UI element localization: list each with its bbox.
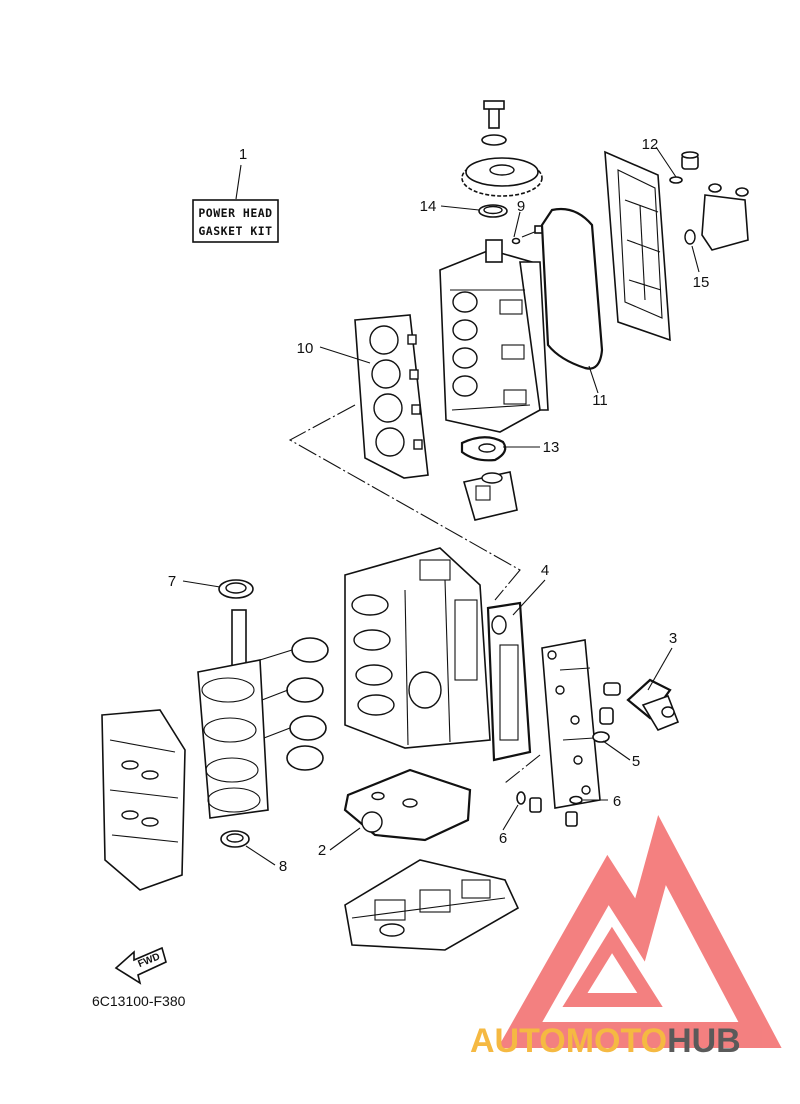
watermark-triangle-icon <box>497 814 782 1048</box>
o-ring-5-icon <box>592 731 610 743</box>
callout-14: 14 <box>420 198 437 215</box>
cylinder-block-icon <box>344 547 491 749</box>
callout-13: 13 <box>543 439 560 456</box>
callout-15: 15 <box>693 274 710 291</box>
assembly-lines <box>288 404 541 784</box>
crankcase-icon <box>101 709 186 891</box>
callout-9: 9 <box>517 198 525 215</box>
callout-labels: 1 2 3 4 5 6 6 7 8 9 10 11 12 13 14 15 <box>168 136 710 875</box>
cylinder-head-cover-icon <box>604 150 671 342</box>
callout-3: 3 <box>669 630 677 647</box>
callout-10: 10 <box>297 340 314 357</box>
leader-lines <box>182 146 700 866</box>
water-housing-icon <box>462 471 518 521</box>
watermark-logo <box>497 814 782 1048</box>
callout-2: 2 <box>318 842 326 859</box>
callout-12: 12 <box>642 136 659 153</box>
watermark-wordmark: AUTOMOTOHUB <box>470 1022 741 1060</box>
bolt-9-icon <box>511 225 544 245</box>
watermark-part1: AUTOMOTO <box>470 1022 667 1060</box>
callout-6b: 6 <box>613 793 621 810</box>
cylinder-head-gasket-10-icon <box>354 314 429 479</box>
exhaust-cover-gasket-4-icon <box>486 601 532 762</box>
o-ring-6a-icon <box>516 791 526 805</box>
pistons-icon <box>259 637 329 771</box>
power-head-gasket-kit-box: POWER HEAD GASKET KIT <box>192 199 279 243</box>
breather-housing-icon <box>684 183 749 251</box>
callout-6a: 6 <box>499 830 507 847</box>
watermark-part2: HUB <box>667 1022 741 1060</box>
oil-seal-8-icon <box>220 830 250 848</box>
exhaust-guide-icon <box>344 859 520 951</box>
exhaust-cover-icon <box>541 639 601 809</box>
drain-plug-2-icon <box>565 811 578 827</box>
head-cover-gasket-11-icon <box>540 207 604 370</box>
callout-11: 11 <box>592 392 608 409</box>
callout-5: 5 <box>632 753 640 770</box>
oil-filler-cap-12-icon <box>669 151 699 184</box>
crankshaft-icon <box>197 609 269 819</box>
cylinder-head-icon <box>439 239 549 433</box>
hose-joint-icon <box>599 682 621 725</box>
fwd-arrow-icon: FWD <box>114 946 167 985</box>
oil-seal-14-icon <box>478 204 508 218</box>
watermark-inner-icon <box>562 926 663 1007</box>
callout-4: 4 <box>541 562 549 579</box>
kit-box-line2: GASKET KIT <box>198 224 272 238</box>
kit-box-line1: POWER HEAD <box>198 206 272 220</box>
callout-1: 1 <box>239 146 247 163</box>
o-ring-6b-icon <box>569 795 583 805</box>
gasket-2-icon <box>343 768 472 842</box>
drain-plug-icon <box>529 797 542 813</box>
thermostat-cover-3-icon <box>626 678 680 731</box>
timing-pulley-icon <box>461 100 543 197</box>
oil-seal-7-icon <box>218 579 254 599</box>
diagram-code: 6C13100-F380 <box>92 993 186 1009</box>
gasket-13-icon <box>460 436 507 462</box>
callout-7: 7 <box>168 573 176 590</box>
callout-8: 8 <box>279 858 287 875</box>
svg-text:AUTOMOTOHUB: AUTOMOTOHUB <box>470 1022 741 1060</box>
